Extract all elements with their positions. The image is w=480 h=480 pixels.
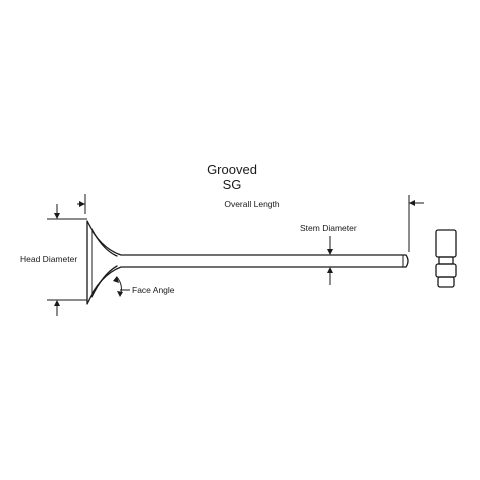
head-diameter-label: Head Diameter [20, 254, 77, 264]
face-angle-label: Face Angle [132, 285, 175, 295]
overall-length-left-mark [77, 194, 86, 214]
diagram-title-line1: Grooved [207, 162, 257, 177]
stem-diameter-dimension [327, 236, 333, 285]
stem-diameter-label: Stem Diameter [300, 223, 357, 233]
overall-length-label: Overall Length [224, 199, 280, 209]
valve-head-face [91, 228, 118, 298]
face-angle-dimension [113, 276, 130, 297]
head-diameter-dimension [47, 204, 87, 316]
overall-length-right-mark [408, 195, 424, 252]
diagram-title-line2: SG [223, 177, 242, 192]
grooved-tip-detail [435, 229, 457, 288]
